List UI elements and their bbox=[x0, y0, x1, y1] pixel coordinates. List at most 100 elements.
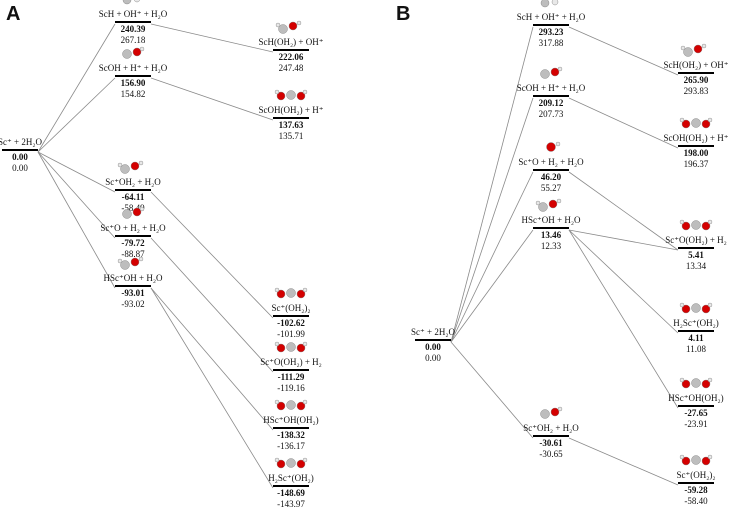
energy-level-a9: Sc⁺O(OH₂) + H₂-111.29-119.16 bbox=[256, 341, 326, 394]
level-label: ScH(OH₂) + OH⁺ bbox=[258, 37, 324, 47]
connector-b1-b6 bbox=[568, 26, 679, 76]
energy-value-primary: 13.46 bbox=[540, 230, 562, 240]
level-label: HSc⁺OH(OH₂) bbox=[263, 415, 319, 425]
level-label: Sc⁺O(OH₂) + H₂ bbox=[260, 357, 322, 367]
connector-b0-b5 bbox=[450, 341, 534, 439]
connector-a0-a1 bbox=[37, 23, 116, 153]
level-bar bbox=[678, 330, 714, 332]
level-label: Sc⁺(OH₂)₂ bbox=[676, 470, 716, 480]
energy-value-primary: 4.11 bbox=[688, 333, 704, 343]
energy-value-primary: 293.23 bbox=[538, 27, 564, 37]
level-label: HSc⁺OH + H₂O bbox=[521, 215, 581, 225]
energy-value-secondary: 154.82 bbox=[120, 89, 146, 99]
energy-value-secondary: 55.27 bbox=[540, 183, 562, 193]
connector-b3-b8 bbox=[568, 171, 679, 251]
energy-level-b5: Sc⁺OH₂ + H₂O-30.61-30.65 bbox=[516, 406, 586, 460]
level-bar bbox=[273, 369, 309, 371]
energy-value-secondary: -30.65 bbox=[539, 449, 563, 459]
energy-value-primary: 0.00 bbox=[12, 152, 28, 162]
energy-value-primary: -27.65 bbox=[684, 408, 708, 418]
molecule-icon bbox=[533, 405, 569, 426]
energy-value-secondary: 11.08 bbox=[686, 344, 706, 354]
molecule-icon bbox=[115, 255, 151, 276]
level-bar bbox=[115, 285, 151, 287]
level-label: H₂Sc⁺(OH₂) bbox=[673, 318, 719, 328]
connector-a0-a3 bbox=[37, 151, 116, 193]
level-bar bbox=[115, 189, 151, 191]
level-bar bbox=[678, 247, 714, 249]
molecule-icon bbox=[533, 197, 569, 218]
energy-value-primary: 240.39 bbox=[120, 24, 146, 34]
level-bar bbox=[115, 235, 151, 237]
energy-value-secondary: -23.91 bbox=[684, 419, 708, 429]
energy-value-secondary: 12.33 bbox=[540, 241, 562, 251]
energy-value-secondary: 267.18 bbox=[120, 35, 146, 45]
energy-level-a5: HSc⁺OH + H₂O-93.01-93.02 bbox=[98, 256, 168, 310]
energy-level-b10: HSc⁺OH(OH₂)-27.65-23.91 bbox=[661, 377, 731, 430]
energy-value-primary: 198.00 bbox=[683, 148, 709, 158]
level-bar bbox=[678, 482, 714, 484]
energy-value-primary: -93.01 bbox=[121, 288, 145, 298]
energy-value-secondary: -101.99 bbox=[277, 329, 305, 339]
level-label: Sc⁺O + H₂ + H₂O bbox=[518, 157, 584, 167]
energy-value-primary: 5.41 bbox=[688, 250, 704, 260]
molecule-icon bbox=[533, 0, 569, 15]
connector-b4-b8 bbox=[568, 229, 679, 251]
level-bar bbox=[273, 485, 309, 487]
energy-level-a11: H₂Sc⁺(OH₂)-148.69-143.97 bbox=[256, 457, 326, 510]
energy-value-secondary: 293.83 bbox=[683, 86, 709, 96]
level-label: ScOH + H⁺ + H₂O bbox=[516, 83, 586, 93]
molecule-icon bbox=[115, 159, 151, 180]
energy-value-secondary: 196.37 bbox=[683, 159, 709, 169]
molecule-icon bbox=[115, 205, 151, 226]
level-bar bbox=[115, 75, 151, 77]
level-label: Sc⁺OH₂ + H₂O bbox=[105, 177, 161, 187]
molecule-icon bbox=[273, 19, 309, 40]
level-label: Sc⁺ + 2H₂O bbox=[411, 327, 455, 337]
connector-b0-b4 bbox=[450, 229, 534, 343]
molecule-icon bbox=[678, 217, 714, 238]
connector-a5-a10 bbox=[150, 287, 274, 431]
energy-value-secondary: -58.49 bbox=[121, 203, 145, 213]
connector-a3-a8 bbox=[150, 191, 274, 319]
level-bar bbox=[115, 21, 151, 23]
energy-value-primary: -148.69 bbox=[277, 488, 305, 498]
molecule-icon bbox=[273, 339, 309, 360]
energy-value-primary: -64.11 bbox=[121, 192, 145, 202]
energy-value-secondary: -119.16 bbox=[277, 383, 305, 393]
level-label: ScH(OH₂) + OH⁺ bbox=[663, 60, 729, 70]
energy-value-primary: 0.00 bbox=[425, 342, 441, 352]
energy-value-secondary: 207.73 bbox=[538, 109, 564, 119]
level-label: Sc⁺ + 2H₂O bbox=[0, 137, 42, 147]
molecule-icon bbox=[273, 87, 309, 108]
level-bar bbox=[273, 315, 309, 317]
connector-a5-a11 bbox=[150, 287, 274, 489]
level-label: H₂Sc⁺(OH₂) bbox=[268, 473, 314, 483]
energy-level-a3: Sc⁺OH₂ + H₂O -64.11-58.49 bbox=[98, 160, 168, 214]
level-label: ScOH(OH₂) + H⁺ bbox=[258, 105, 324, 115]
panel-letter-a: A bbox=[6, 3, 21, 25]
connector-a2-a7 bbox=[150, 77, 274, 121]
molecule-icon bbox=[678, 452, 714, 473]
energy-value-primary: -30.61 bbox=[539, 438, 563, 448]
molecule-icon bbox=[533, 65, 569, 86]
energy-value-secondary: 317.88 bbox=[538, 38, 564, 48]
energy-value-primary: 46.20 bbox=[540, 172, 562, 182]
connector-b5-b11 bbox=[568, 437, 679, 486]
molecule-icon bbox=[678, 300, 714, 321]
energy-value-primary: 156.90 bbox=[120, 78, 146, 88]
level-bar bbox=[2, 149, 38, 151]
energy-value-primary: 209.12 bbox=[538, 98, 564, 108]
molecule-icon bbox=[678, 42, 714, 63]
connector-b2-b7 bbox=[568, 97, 679, 149]
energy-value-primary: 265.90 bbox=[683, 75, 709, 85]
energy-value-primary: -102.62 bbox=[277, 318, 305, 328]
molecule-icon bbox=[115, 0, 151, 12]
